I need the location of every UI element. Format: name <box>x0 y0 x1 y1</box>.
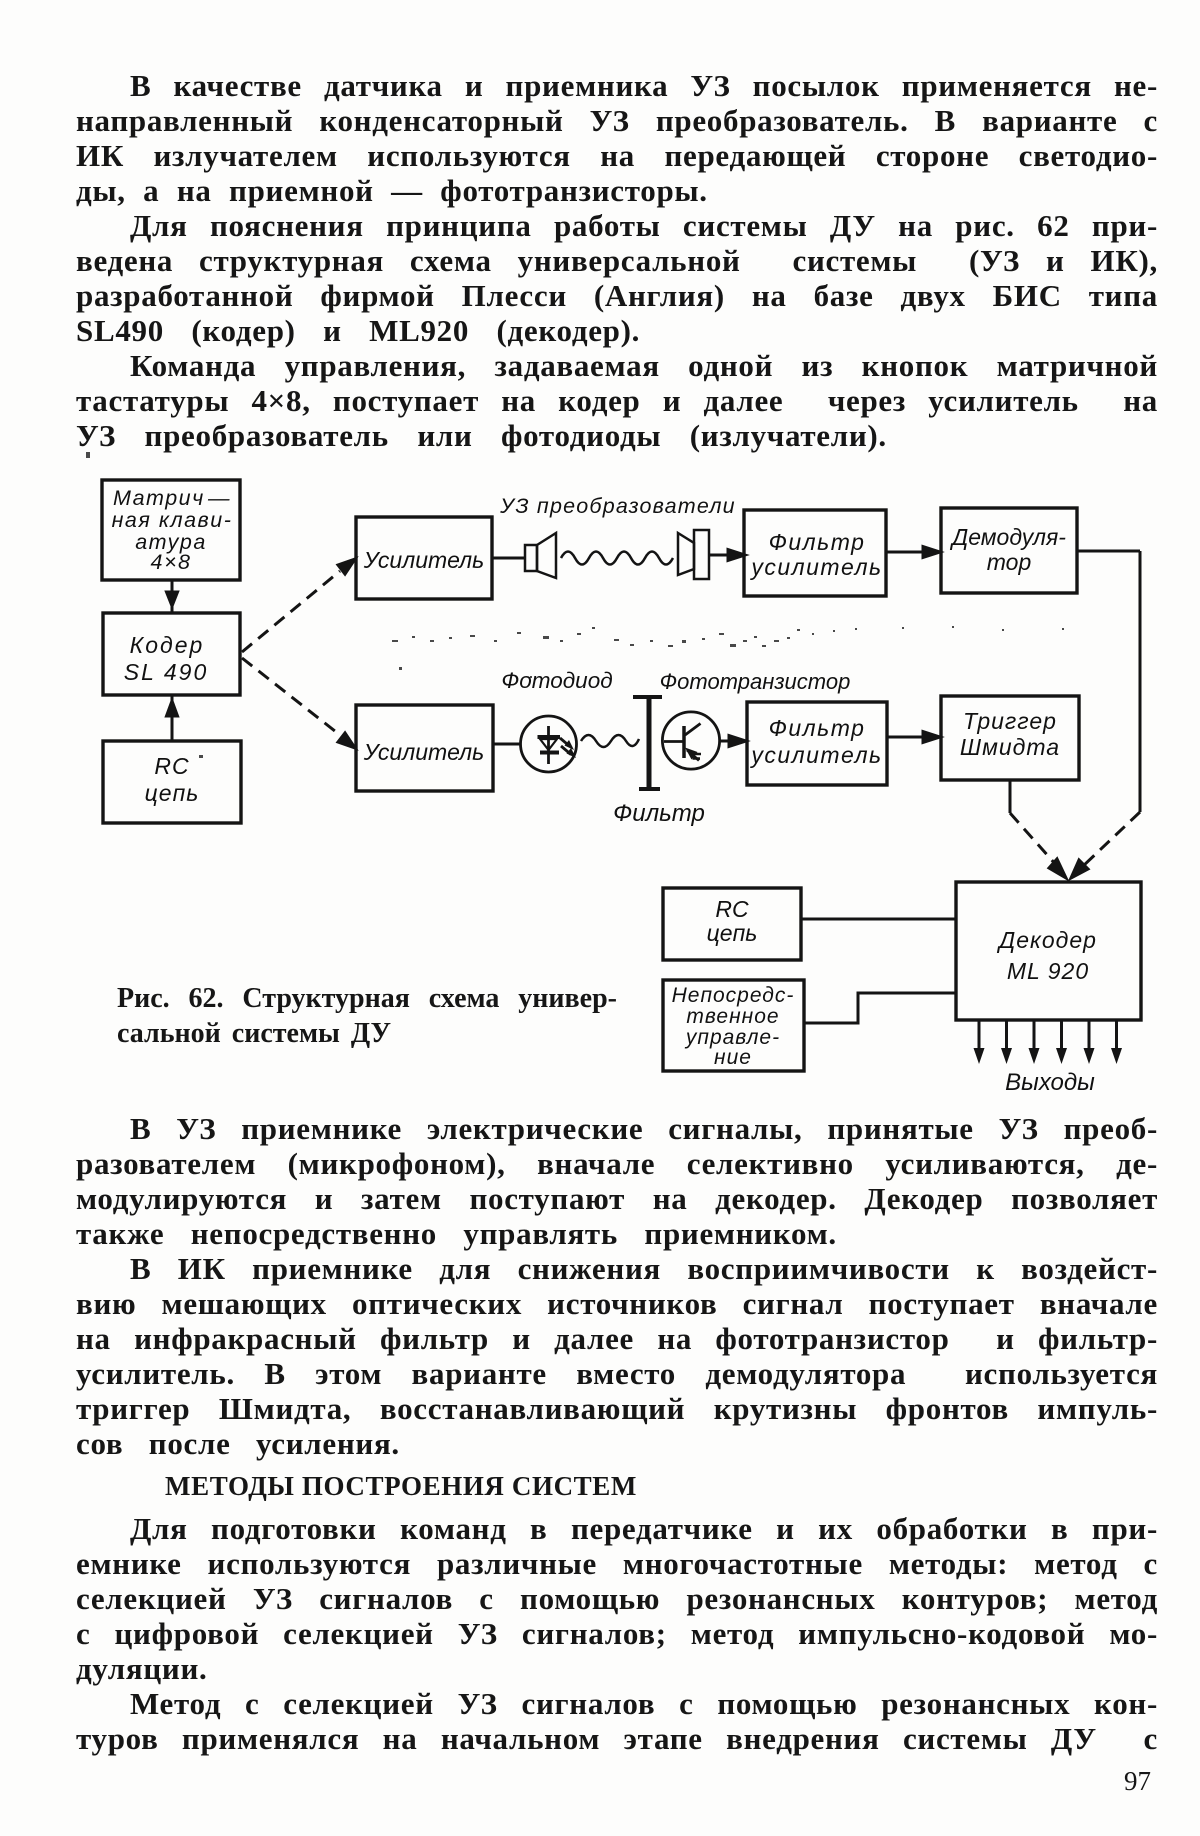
svg-text:усилитель: усилитель <box>749 554 882 580</box>
svg-text:Усилитель: Усилитель <box>363 547 485 573</box>
svg-text:Шмидта: Шмидта <box>960 734 1060 760</box>
svg-text:Демодуля-: Демодуля- <box>949 524 1066 550</box>
svg-text:Усилитель: Усилитель <box>363 739 485 765</box>
svg-text:Непосредс-: Непосредс- <box>672 984 795 1007</box>
svg-text:Триггер: Триггер <box>963 708 1057 734</box>
svg-text:RC: RC <box>154 753 189 779</box>
svg-text:RC: RC <box>715 896 749 922</box>
svg-text:ная клави-: ная клави- <box>112 508 233 532</box>
svg-text:тор: тор <box>987 549 1032 575</box>
svg-text:твенное: твенное <box>686 1005 779 1028</box>
svg-text:Декодер: Декодер <box>996 927 1097 953</box>
svg-text:усилитель: усилитель <box>749 742 882 768</box>
svg-text:цепь: цепь <box>145 780 200 806</box>
svg-text:атура: атура <box>135 530 207 554</box>
svg-text:4×8: 4×8 <box>151 550 192 574</box>
svg-text:Фильтр: Фильтр <box>613 800 705 827</box>
svg-text:Фильтр: Фильтр <box>769 715 866 741</box>
svg-text:Кодер: Кодер <box>130 632 205 658</box>
svg-text:УЗ преобразователи: УЗ преобразователи <box>499 494 736 518</box>
svg-text:ние: ние <box>714 1046 752 1069</box>
svg-text:Матрич —: Матрич — <box>113 486 231 510</box>
svg-text:Выходы: Выходы <box>1005 1069 1095 1096</box>
svg-text:Фототранзистор: Фототранзистор <box>660 669 851 694</box>
svg-text:ML 920: ML 920 <box>1007 958 1089 984</box>
svg-text:управле-: управле- <box>684 1026 780 1049</box>
svg-text:Фотодиод: Фотодиод <box>501 668 612 693</box>
svg-text:Фильтр: Фильтр <box>769 529 866 555</box>
svg-text:цепь: цепь <box>707 920 758 946</box>
svg-text:SL 490: SL 490 <box>124 659 208 685</box>
